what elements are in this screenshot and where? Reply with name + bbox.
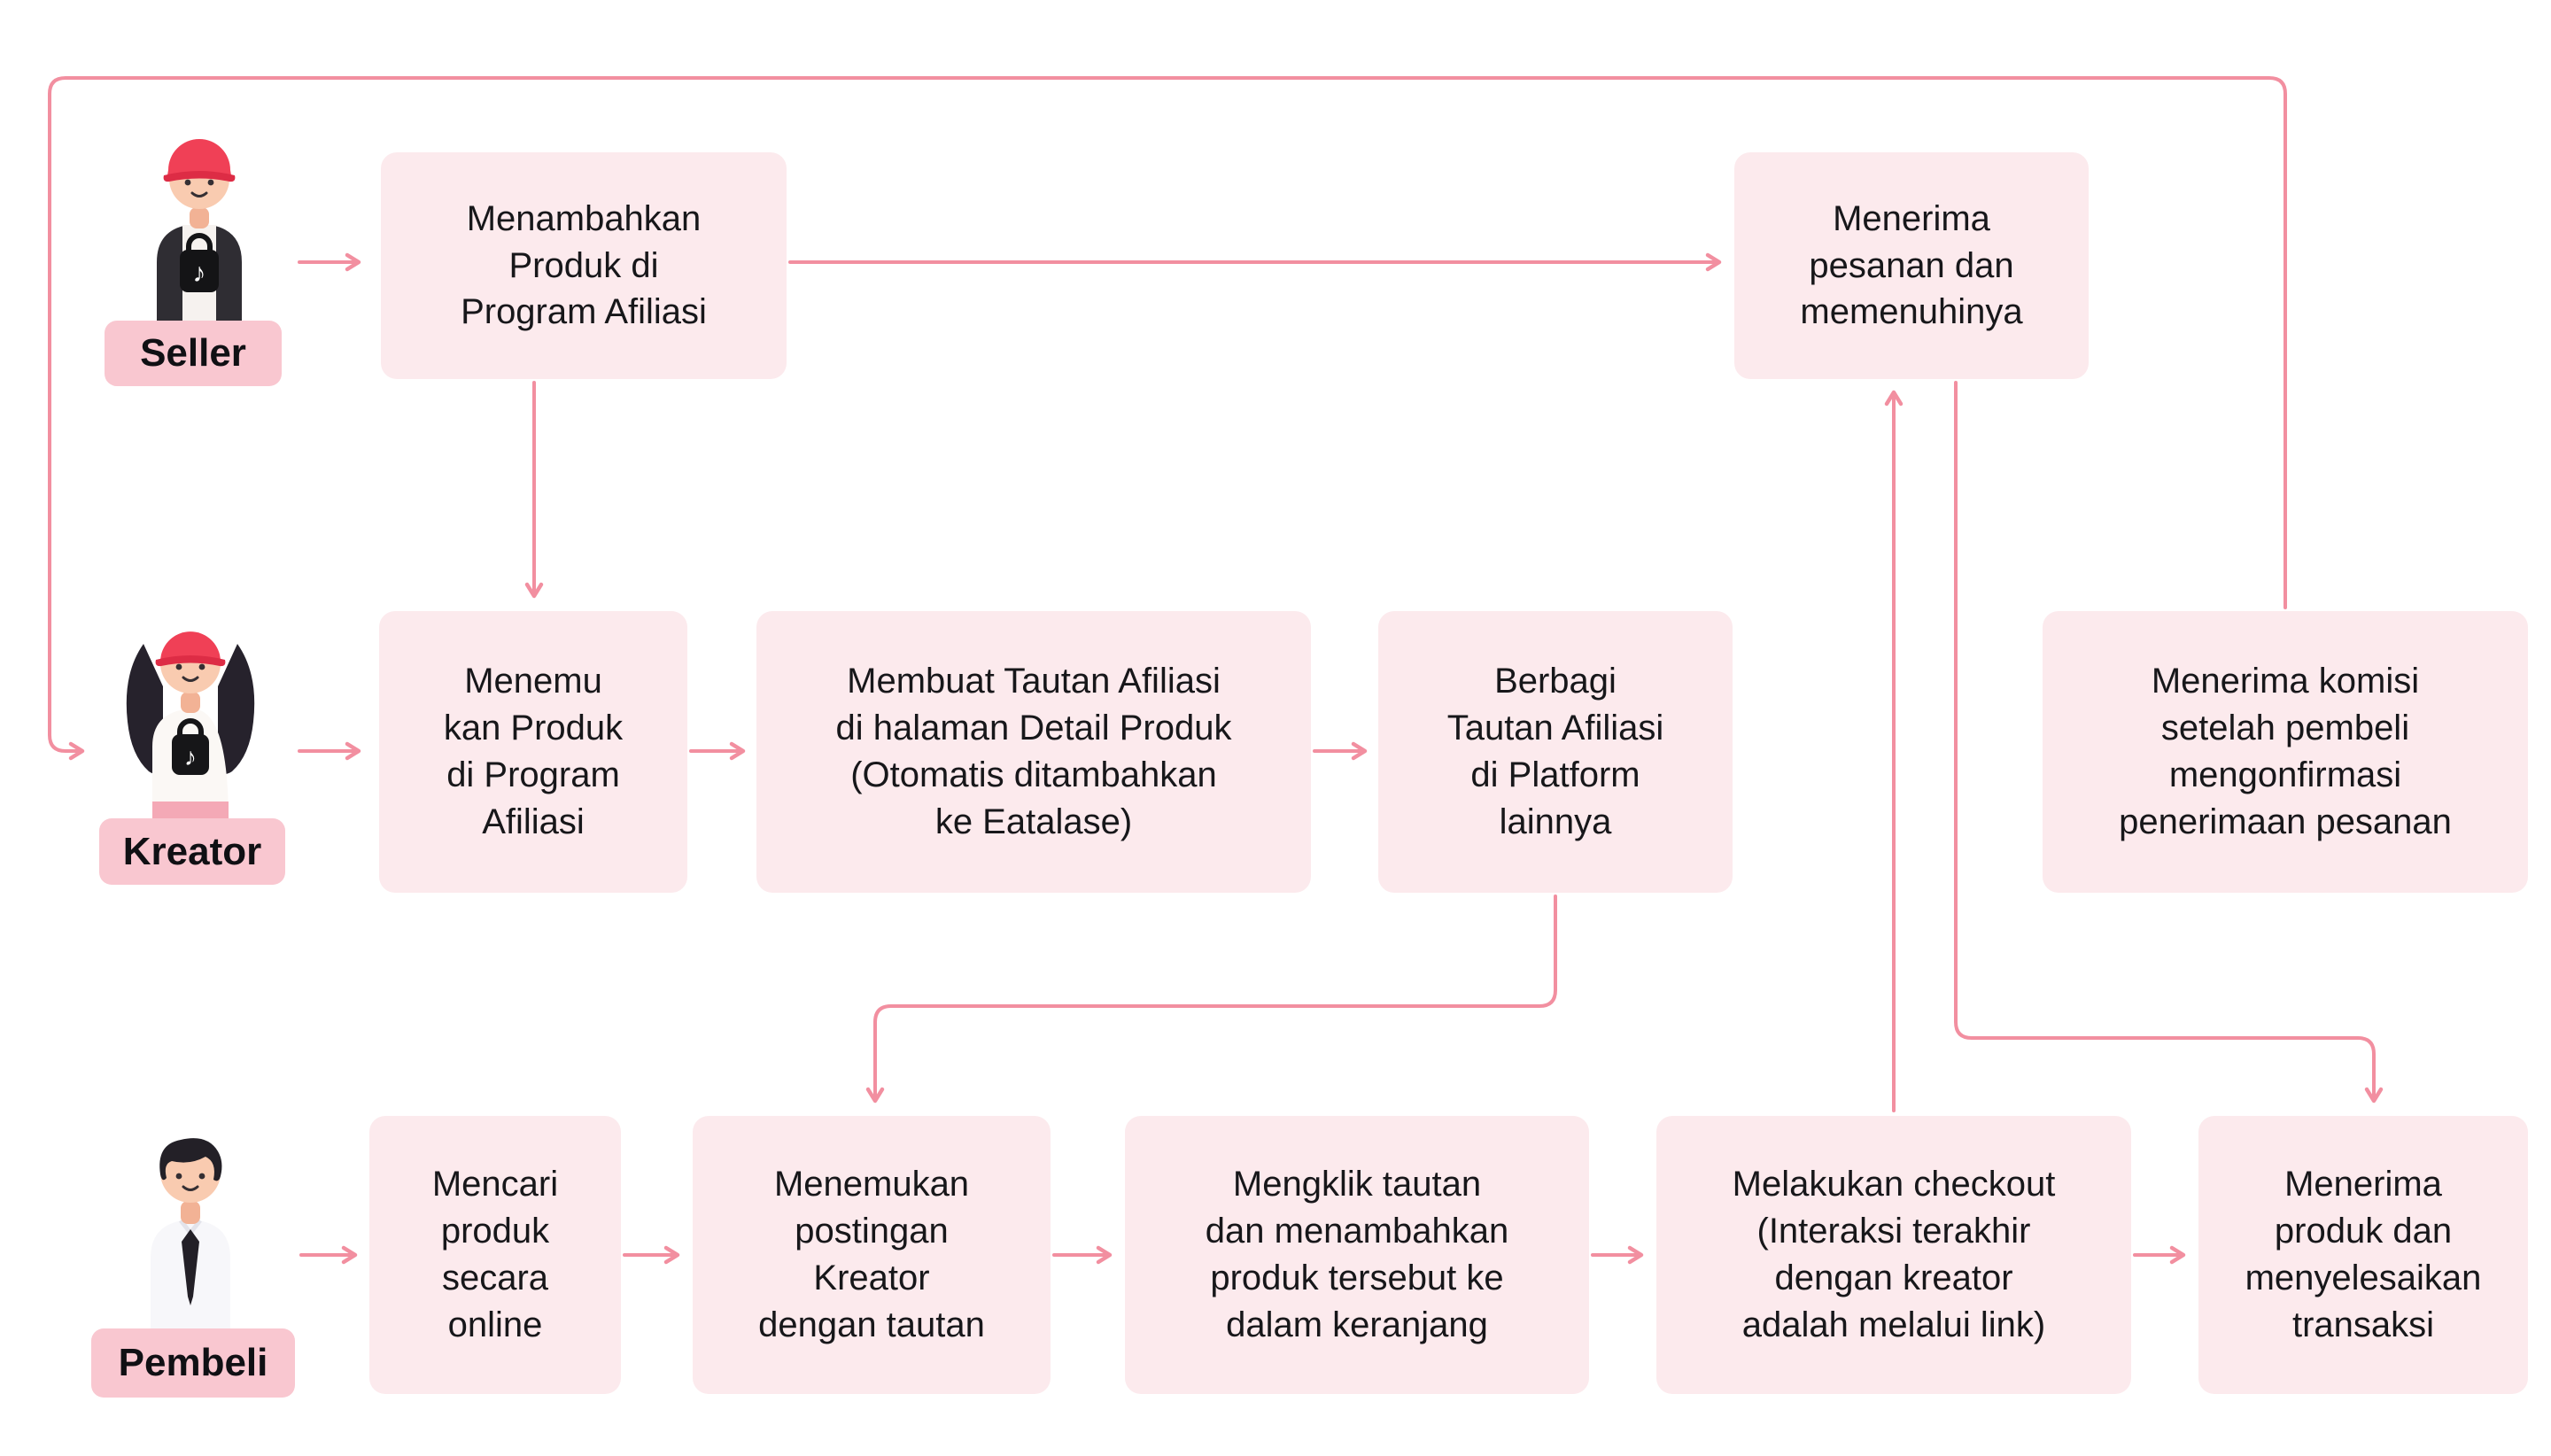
node-pembeli-search-product: Mencari produk secara online xyxy=(369,1116,621,1394)
node-seller-add-product: Menambahkan Produk di Program Afiliasi xyxy=(381,152,787,379)
seller-shop-bag-icon: ♪ xyxy=(180,233,219,292)
svg-text:♪: ♪ xyxy=(184,743,197,771)
pembeli-hair xyxy=(159,1138,222,1181)
node-pembeli-checkout: Melakukan checkout (Interaksi terakhir d… xyxy=(1656,1116,2131,1394)
svg-text:♪: ♪ xyxy=(193,259,206,288)
lane-label-pembeli: Pembeli xyxy=(91,1328,295,1398)
lane-label-kreator: Kreator xyxy=(99,818,285,885)
lane-label-seller: Seller xyxy=(105,321,282,386)
seller-avatar: ♪ xyxy=(157,139,242,326)
arrow-share-to-findpost xyxy=(865,895,1557,1104)
node-kreator-share-link: Berbagi Tautan Afiliasi di Platform lain… xyxy=(1378,611,1733,893)
node-kreator-receive-commission: Menerima komisi setelah pembeli mengonfi… xyxy=(2043,611,2528,893)
node-pembeli-click-link-add-cart: Mengklik tautan dan menambahkan produk t… xyxy=(1125,1116,1589,1394)
node-seller-fulfill-order: Menerima pesanan dan memenuhinya xyxy=(1734,152,2089,379)
node-kreator-create-affiliate-link: Membuat Tautan Afiliasi di halaman Detai… xyxy=(756,611,1311,893)
kreator-shop-bag-icon: ♪ xyxy=(172,718,209,775)
node-kreator-find-product: Menemu kan Produk di Program Afiliasi xyxy=(379,611,687,893)
node-pembeli-receive-product: Menerima produk dan menyelesaikan transa… xyxy=(2198,1116,2528,1394)
pembeli-tie-icon xyxy=(182,1229,199,1305)
node-pembeli-find-post: Menemukan postingan Kreator dengan tauta… xyxy=(693,1116,1051,1394)
seller-red-cap-icon xyxy=(163,139,236,182)
kreator-avatar: ♪ xyxy=(126,631,255,823)
kreator-red-cap-icon xyxy=(155,631,226,667)
pembeli-avatar xyxy=(151,1138,230,1332)
